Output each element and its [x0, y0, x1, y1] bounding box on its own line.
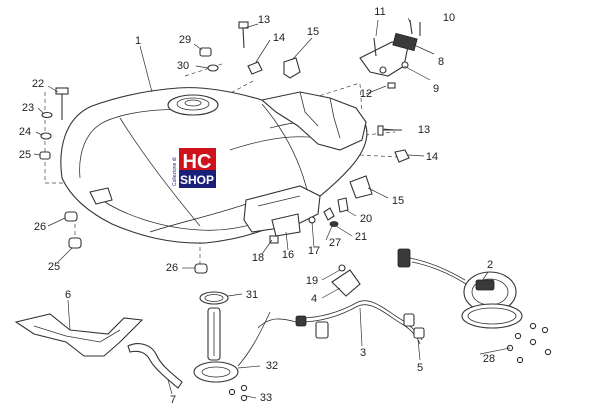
callout-30: 30 — [177, 60, 189, 72]
callout-25-upper: 25 — [19, 149, 31, 161]
callout-15-top: 15 — [307, 26, 319, 38]
logo-shop-text: SHOP — [180, 173, 214, 187]
top-hardware — [199, 21, 301, 79]
callout-19: 19 — [306, 275, 318, 287]
callout-32: 32 — [266, 360, 278, 372]
fuel-level-sensor — [193, 291, 271, 402]
callout-22: 22 — [32, 78, 44, 90]
rubber-pad-right — [349, 175, 373, 199]
callout-20: 20 — [360, 213, 372, 225]
callout-11: 11 — [374, 6, 385, 18]
logo-red-block — [178, 148, 216, 174]
callout-26-left: 26 — [34, 221, 46, 233]
rubber-pads — [64, 211, 208, 274]
callout-21: 21 — [355, 231, 367, 243]
callout-9: 9 — [433, 83, 439, 95]
callout-14-top: 14 — [273, 32, 285, 44]
logo-side-strip — [170, 148, 179, 188]
callout-2: 2 — [487, 259, 493, 271]
callout-13-top: 13 — [258, 14, 270, 26]
callout-24: 24 — [19, 126, 31, 138]
callout-28: 28 — [483, 353, 495, 365]
callout-27: 27 — [329, 237, 341, 249]
callout-5: 5 — [417, 362, 423, 374]
callout-29: 29 — [179, 34, 191, 46]
callout-7: 7 — [170, 394, 176, 406]
callout-leader-lines — [33, 17, 511, 399]
watermark-logo: HC SHOP Collezione di — [170, 148, 216, 188]
callout-labels: 1 2 3 4 5 6 7 8 9 10 11 12 13 13 14 14 1… — [19, 6, 495, 406]
callout-13-right: 13 — [418, 124, 430, 136]
callout-3: 3 — [360, 347, 366, 359]
heat-shield-and-hose — [14, 313, 183, 389]
screws-28 — [506, 322, 552, 364]
right-bolts — [377, 125, 410, 163]
callout-15-right: 15 — [392, 195, 404, 207]
fuel-pump-assembly — [397, 248, 523, 329]
callout-31: 31 — [246, 289, 258, 301]
callout-18: 18 — [252, 252, 264, 264]
logo-side-text: Collezione di — [172, 157, 178, 186]
callout-17: 17 — [308, 245, 320, 257]
logo-hc-text: HC — [183, 151, 212, 173]
callout-6: 6 — [65, 289, 71, 301]
callout-23: 23 — [22, 102, 34, 114]
callout-12: 12 — [360, 88, 372, 100]
callout-8: 8 — [438, 56, 444, 68]
callout-16: 16 — [282, 249, 294, 261]
centre-small-parts — [269, 197, 349, 244]
callout-4: 4 — [311, 293, 317, 305]
callout-26-lower: 26 — [166, 262, 178, 274]
tank-mount-bolts — [39, 87, 69, 160]
callout-33: 33 — [260, 392, 272, 404]
callout-1: 1 — [135, 35, 141, 47]
callout-10: 10 — [443, 12, 455, 24]
callout-14-right: 14 — [426, 151, 438, 163]
top-right-bracket — [359, 19, 421, 89]
logo-blue-block — [178, 170, 216, 188]
callout-25-lower: 25 — [48, 261, 60, 273]
wiring-harness — [257, 264, 425, 345]
